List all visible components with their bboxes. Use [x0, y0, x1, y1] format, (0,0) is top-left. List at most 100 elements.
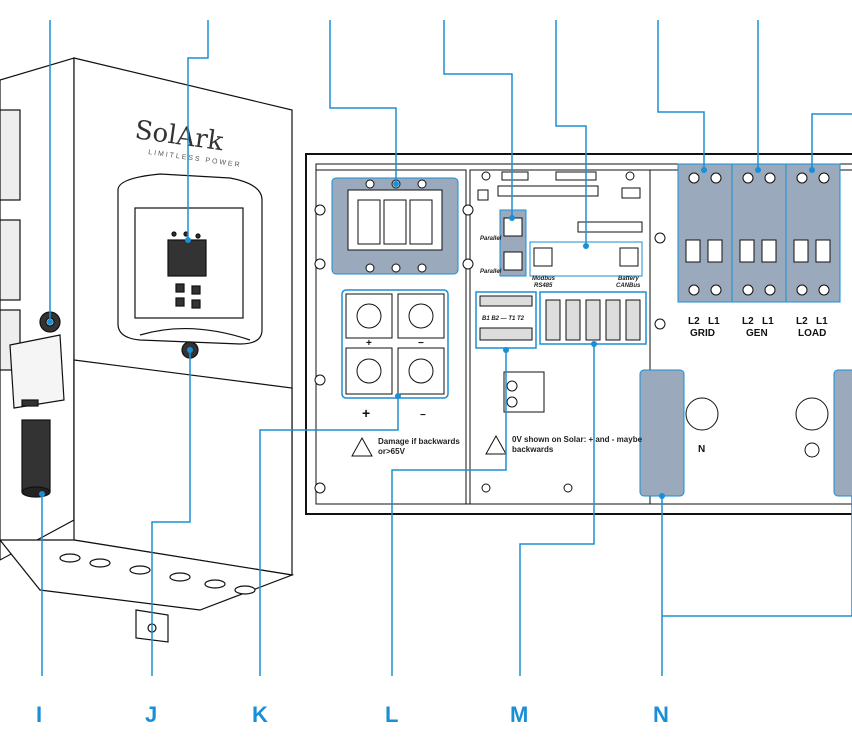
ac-breaker-grid	[677, 163, 733, 303]
modbus-label: Modbus	[532, 276, 556, 282]
leader-top-6	[657, 20, 705, 170]
neutral-bus-left	[639, 369, 685, 497]
leader-dot	[393, 181, 399, 187]
warning-triangle-sensor	[485, 434, 507, 455]
leader-dots	[39, 167, 815, 499]
grid-l1-label: L1	[708, 316, 720, 327]
led-3	[195, 233, 201, 239]
header-connector-1	[501, 171, 529, 181]
battery-port-label: Battery	[618, 276, 639, 282]
screw	[365, 179, 375, 189]
screw	[654, 232, 666, 244]
gen-l1-label: L1	[762, 316, 774, 327]
knockout-2	[89, 558, 111, 568]
breaker-switch	[685, 239, 701, 263]
polarity-plus-bottom: +	[362, 405, 370, 421]
polarity-plus-top: +	[366, 338, 372, 349]
leader-lines	[41, 20, 852, 676]
screw	[796, 172, 808, 184]
battery-terminals-highlight	[341, 289, 449, 399]
screw	[654, 318, 666, 330]
front-swoosh	[139, 327, 251, 341]
screw	[688, 172, 700, 184]
callout-m: M	[510, 702, 528, 727]
modbus-port	[533, 247, 553, 267]
small-connector	[477, 189, 489, 201]
neutral-bus-right	[833, 369, 852, 497]
knockout-3	[129, 565, 151, 575]
cable-gland-left	[685, 397, 719, 431]
dc-breaker-handle-1	[357, 199, 381, 245]
load-l2-label: L2	[796, 316, 808, 327]
screw	[818, 284, 830, 296]
sensor-warning-line1: 0V shown on Solar: + and - maybe	[512, 435, 643, 444]
ac-breaker-load	[785, 163, 841, 303]
side-conduit-box	[9, 334, 65, 409]
leader-top-8	[811, 113, 852, 170]
leader-dot	[185, 237, 191, 243]
pv-terminal-3	[585, 299, 601, 341]
button-1	[175, 283, 185, 293]
pv-terminal-1	[545, 299, 561, 341]
sensor-pin-labels: B1 B2 — T1 T2	[482, 316, 525, 322]
sensor-warning-line2: backwards	[512, 445, 554, 454]
pv-terminal-2	[565, 299, 581, 341]
leader-top-5	[555, 20, 587, 246]
screw	[314, 258, 326, 270]
parallel-port-2	[503, 251, 523, 271]
callout-j: J	[145, 702, 157, 727]
callout-n: N	[653, 702, 669, 727]
ct-bracket	[503, 371, 545, 413]
leader-dot	[591, 341, 597, 347]
load-label: LOAD	[798, 328, 826, 339]
terminal-bolt	[408, 358, 434, 384]
ground-symbol	[804, 442, 820, 458]
screw	[506, 380, 518, 392]
polarity-minus-top: −	[418, 338, 424, 349]
grid-label: GRID	[690, 328, 715, 339]
leader-dot	[583, 243, 589, 249]
header-connector-3	[497, 185, 599, 197]
header-connector-4	[577, 221, 643, 233]
screw	[314, 482, 326, 494]
dc-breaker-handle-3	[409, 199, 433, 245]
canbus-label: CANBus	[616, 283, 641, 289]
gen-l2-label: L2	[742, 316, 754, 327]
screw	[365, 263, 375, 273]
button-2	[191, 285, 201, 295]
ac-breaker-gen	[731, 163, 787, 303]
screw	[391, 263, 401, 273]
pv-terminal-5	[625, 299, 641, 341]
dc-breaker-handle-2	[383, 199, 407, 245]
screw	[417, 179, 427, 189]
fan-vent-1	[0, 109, 21, 201]
knockout-1	[59, 553, 81, 563]
leader-dot	[395, 393, 401, 399]
inverter-unit	[0, 57, 295, 643]
polarity-minus-bottom: −	[420, 410, 426, 421]
panel-screws	[314, 171, 666, 494]
sensor-terminal-row-2	[479, 327, 533, 341]
button-4	[191, 299, 201, 309]
screw	[314, 374, 326, 386]
leader-dot	[39, 491, 45, 497]
screw	[710, 172, 722, 184]
screw	[688, 284, 700, 296]
neutral-label: N	[698, 444, 705, 455]
breaker-switch	[761, 239, 777, 263]
button-3	[175, 297, 185, 307]
terminal-bolt	[408, 303, 434, 329]
sensor-terminal-row-1	[479, 295, 533, 307]
leader-dot	[659, 493, 665, 499]
screw	[710, 284, 722, 296]
header-connector-2	[555, 171, 597, 181]
warning-triangle-battery	[351, 436, 373, 457]
leader-dot	[503, 347, 509, 353]
screw	[764, 284, 776, 296]
screw	[462, 204, 474, 216]
leader-k	[259, 396, 399, 676]
battery-canbus-port	[619, 247, 639, 267]
leader-top-3	[329, 20, 397, 184]
breaker-switch	[707, 239, 723, 263]
